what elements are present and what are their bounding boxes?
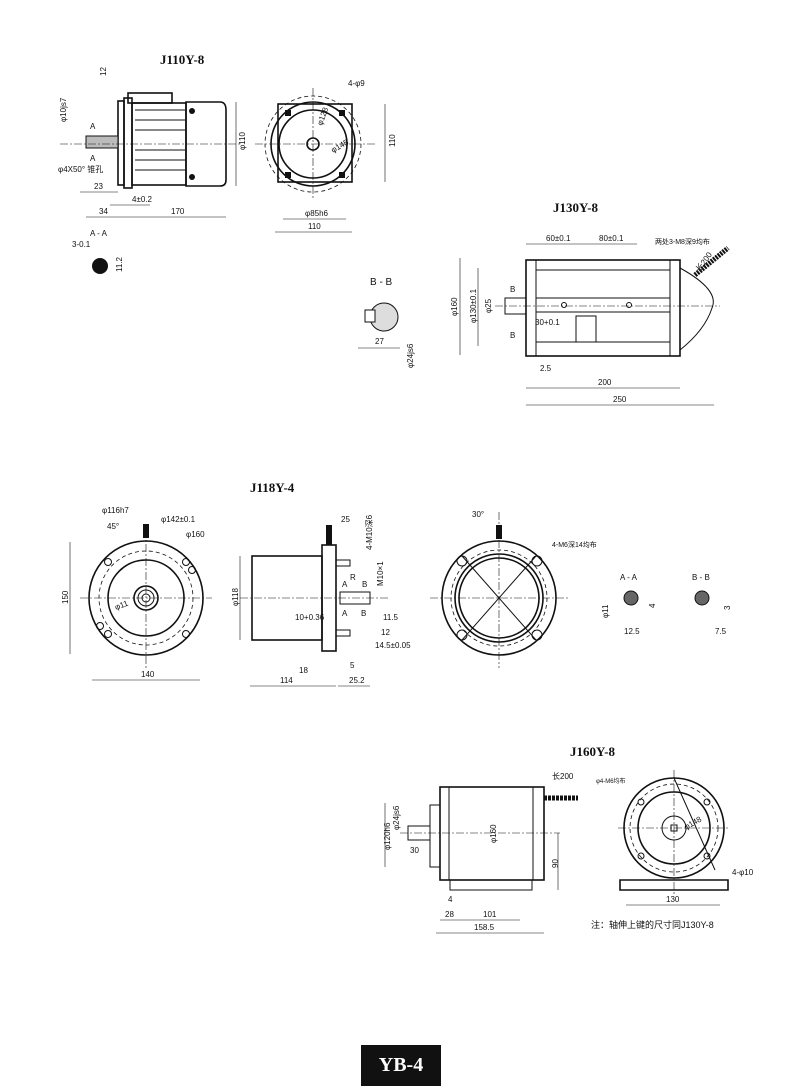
- j160-dim: 90: [551, 859, 560, 868]
- j130-dim: φ160: [450, 297, 459, 316]
- j118-dim: φ118: [231, 588, 240, 606]
- j130-dim: 30+0.1: [535, 318, 560, 327]
- j160-dim: 4: [448, 895, 453, 904]
- j130-dim: φ130±0.1: [469, 288, 478, 323]
- bb-section: B - B 27 φ24js6: [358, 277, 415, 368]
- j110-dim: 23: [94, 182, 103, 191]
- j118-dim: 3: [723, 605, 732, 610]
- j130-note: 两处3-M8深9均布: [655, 237, 710, 246]
- j118-section-mark: B: [361, 609, 366, 618]
- j118-dim: 25.2: [349, 676, 365, 685]
- bb-dim: 27: [375, 337, 384, 346]
- j118-dim: 11.5: [383, 613, 399, 622]
- j110-section-title: A - A: [90, 229, 108, 238]
- j118-dim: 18: [299, 666, 308, 675]
- j110-dim: 110: [308, 222, 321, 231]
- j118-dim: 114: [280, 676, 293, 685]
- j160-dim: 101: [483, 910, 497, 919]
- j160-dim: 158.5: [474, 923, 495, 932]
- j110-dim: 3-0.1: [72, 240, 91, 249]
- j160-dim: φ24js6: [392, 805, 401, 830]
- j118-section-mark: A: [342, 609, 348, 618]
- j118-dim: φ116h7: [102, 506, 129, 515]
- j118-dim: φ11: [601, 604, 610, 618]
- j118-dim: φ142±0.1: [161, 515, 196, 524]
- j160-note: φ4-M6均布: [596, 777, 626, 785]
- j160-note: 注：轴伸上键的尺寸同J130Y-8: [591, 919, 714, 930]
- j118-dim: 25: [341, 515, 350, 524]
- j130-drawing: J130Y-8 60±0.1 80±0.1 两处3-M8深9均布 长200 φ1…: [450, 200, 730, 406]
- j110-dim: 4±0.2: [132, 195, 153, 204]
- j110-dim: φ128: [315, 106, 330, 127]
- j130-dim: φ25: [484, 298, 493, 313]
- j130-dim: 2.5: [540, 364, 552, 373]
- j110-section-mark: A: [90, 122, 96, 131]
- j110-dim: φ4X50° 锥孔: [58, 164, 103, 174]
- j118-dim: φ160: [186, 530, 205, 539]
- j118-dim: 4-M10深6: [365, 514, 374, 550]
- j160-dim: 130: [666, 895, 680, 904]
- j110-dim: 4-φ9: [348, 79, 365, 88]
- j118-section-mark: A: [342, 580, 348, 589]
- bb-dim: φ24js6: [406, 343, 415, 368]
- j118-dim: 5: [350, 661, 355, 670]
- j110-dim: φ85h6: [305, 209, 329, 218]
- j130-dim: 60±0.1: [546, 234, 571, 243]
- j110-dim: 170: [171, 207, 185, 216]
- j110-dim: φ110: [238, 132, 247, 150]
- j110-dim: 34: [99, 207, 108, 216]
- j118-dim: 150: [61, 590, 70, 604]
- j118-dim: 30°: [472, 510, 484, 519]
- j118-title: J118Y-4: [250, 480, 295, 495]
- j110-title: J110Y-8: [160, 52, 205, 67]
- j160-dim: φ120h6: [383, 822, 392, 850]
- j130-title: J130Y-8: [553, 200, 599, 215]
- j118-dim: φ11: [114, 599, 130, 612]
- j160-dim: 长200: [552, 771, 574, 781]
- j118-dim: 45°: [107, 522, 119, 531]
- j118-section-title: B - B: [692, 573, 710, 582]
- j110-drawing: J110Y-8 φ110 12 φ10js7 A A φ4X50° 锥孔 23 …: [58, 52, 397, 274]
- j160-title: J160Y-8: [570, 744, 616, 759]
- j118-dim: 4: [648, 603, 657, 608]
- j160-dim: 4-φ10: [732, 868, 754, 877]
- j110-section-mark: A: [90, 154, 96, 163]
- j160-dim: φ160: [489, 824, 498, 843]
- page-label: YB-4: [361, 1045, 441, 1086]
- j110-dim: φ10js7: [59, 97, 68, 122]
- j160-dim: 28: [445, 910, 454, 919]
- j160-drawing: J160Y-8 长200 φ24js6 φ120h6 30 φ160 90 4 …: [383, 744, 754, 934]
- j130-dim: 250: [613, 395, 627, 404]
- j110-dim: 110: [388, 134, 397, 147]
- j130-dim: 80±0.1: [599, 234, 624, 243]
- j118-drawing: J118Y-4 φ116h7 45° φ142±0.1 φ160 150 φ11…: [61, 480, 732, 687]
- bb-title: B - B: [370, 277, 393, 288]
- j118-section-mark: B: [362, 580, 367, 589]
- j130-section-mark: B: [510, 331, 515, 340]
- j110-dim: 12: [99, 67, 108, 76]
- j118-dim: 10+0.36: [295, 613, 325, 622]
- j110-dim: 11.2: [115, 256, 124, 272]
- j160-dim: 30: [410, 846, 419, 855]
- j130-dim: 200: [598, 378, 612, 387]
- j118-dim: 7.5: [715, 627, 727, 636]
- j118-dim: M10×1: [376, 561, 385, 586]
- j160-dim: φ148: [683, 814, 704, 831]
- j118-dim: 12.5: [624, 627, 640, 636]
- j118-dim: 14.5±0.05: [375, 641, 411, 650]
- j118-dim: 140: [141, 670, 155, 679]
- j130-section-mark: B: [510, 285, 515, 294]
- j118-section-title: A - A: [620, 573, 638, 582]
- j118-dim: 12: [381, 628, 390, 637]
- j118-note: 4-M6深14均布: [552, 540, 597, 549]
- j118-mark: R: [350, 573, 356, 582]
